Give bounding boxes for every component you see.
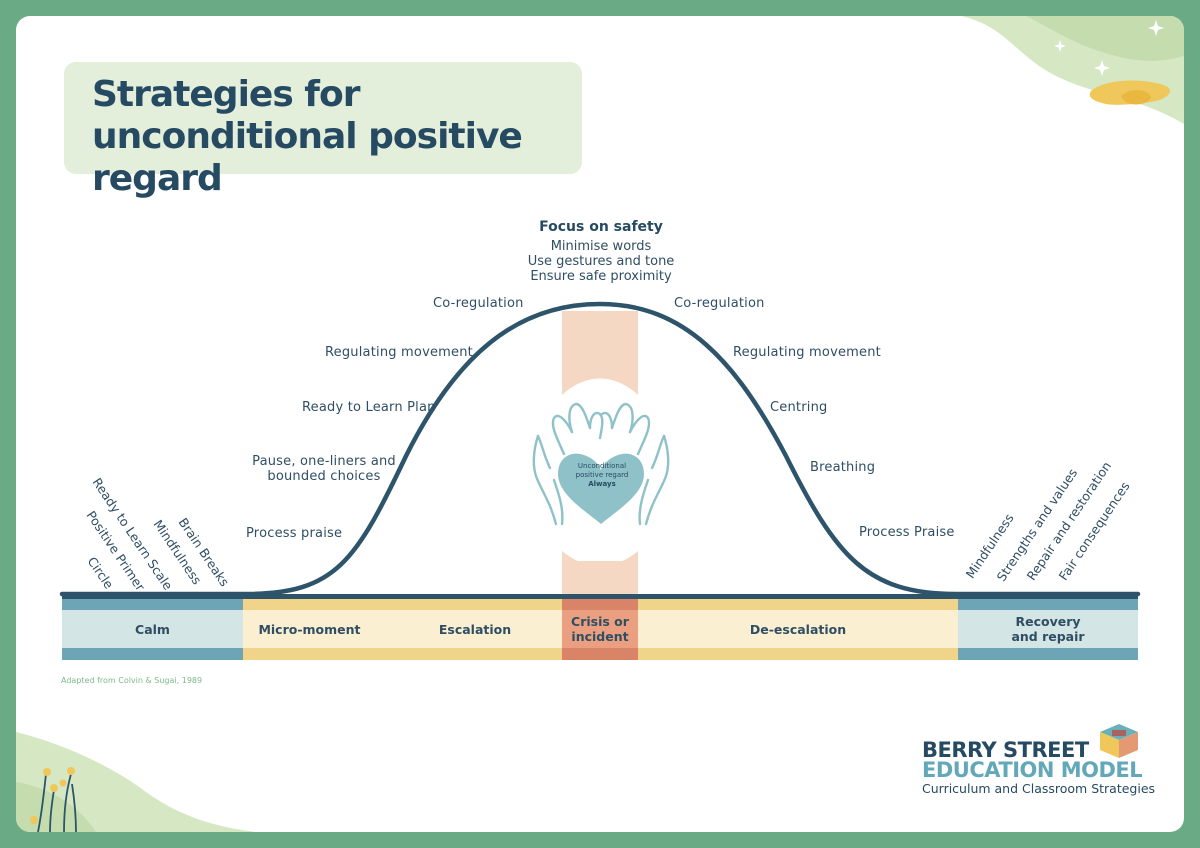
baseline (62, 594, 1138, 599)
left-process-praise: Process praise (246, 526, 343, 541)
right-centring: Centring (770, 400, 828, 415)
peak-line-2: Use gestures and tone (527, 254, 675, 269)
heart-line2: positive regard (575, 471, 629, 479)
title-box (64, 62, 582, 174)
crisis-line-2: incident (571, 629, 629, 644)
band-escalation-bg (243, 598, 562, 660)
band-calm-bg (62, 598, 243, 660)
phase-recovery: Recovery and repair (958, 610, 1138, 648)
top-right-decoration (961, 16, 1184, 124)
recovery-line-2: and repair (1011, 629, 1085, 644)
brand-line2: EDUCATION MODEL (922, 758, 1143, 782)
right-process-praise: Process Praise (859, 525, 955, 540)
phase-de-escalation: De-escalation (749, 621, 847, 637)
pause-line-2: bounded choices (267, 469, 381, 484)
brand-cube-icon (1100, 724, 1138, 758)
brand-line3: Curriculum and Classroom Strategies (922, 781, 1156, 796)
source-note: Adapted from Colvin & Sugai, 1989 (61, 676, 203, 685)
left-pause-one-liners: Pause, one-liners and bounded choices (252, 454, 396, 484)
hands-heart-icon (532, 402, 670, 526)
crisis-line-1: Crisis or (571, 614, 629, 629)
peak-heading: Focus on safety (539, 219, 663, 235)
pause-line-1: Pause, one-liners and (252, 454, 396, 469)
band-crisis-bg (562, 598, 638, 660)
page-title: Strategies for unconditional positive re… (92, 74, 523, 199)
heart-text: Unconditional positive regard Always (550, 462, 654, 489)
poster-card: Strategies for unconditional positive re… (16, 16, 1184, 832)
peak-lines: Minimise words Use gestures and tone Ens… (476, 239, 726, 284)
right-co-regulation: Co-regulation (674, 296, 765, 311)
left-co-regulation: Co-regulation (433, 296, 524, 311)
brand-line1: BERRY STREET (922, 738, 1089, 762)
peak-line-1: Minimise words (550, 239, 652, 254)
recovery-line-1: Recovery (1015, 614, 1081, 629)
band-recovery-bg (958, 598, 1138, 660)
left-regulating-movement: Regulating movement (325, 345, 473, 360)
bottom-left-decoration (16, 732, 256, 832)
phase-escalation: Escalation (438, 621, 512, 637)
heart-line3: Always (588, 480, 616, 488)
phase-calm: Calm (135, 621, 170, 637)
right-regulating-movement: Regulating movement (733, 345, 881, 360)
heart-line1: Unconditional (577, 462, 627, 470)
phase-crisis: Crisis or incident (562, 610, 638, 648)
band-deescalation-bg (638, 598, 958, 660)
escalation-curve (59, 301, 1141, 597)
left-ready-to-learn-plan: Ready to Learn Plan (302, 400, 436, 415)
peak-line-3: Ensure safe proximity (530, 269, 672, 284)
right-breathing: Breathing (810, 460, 876, 475)
phase-micro-moment: Micro-moment (258, 621, 361, 637)
